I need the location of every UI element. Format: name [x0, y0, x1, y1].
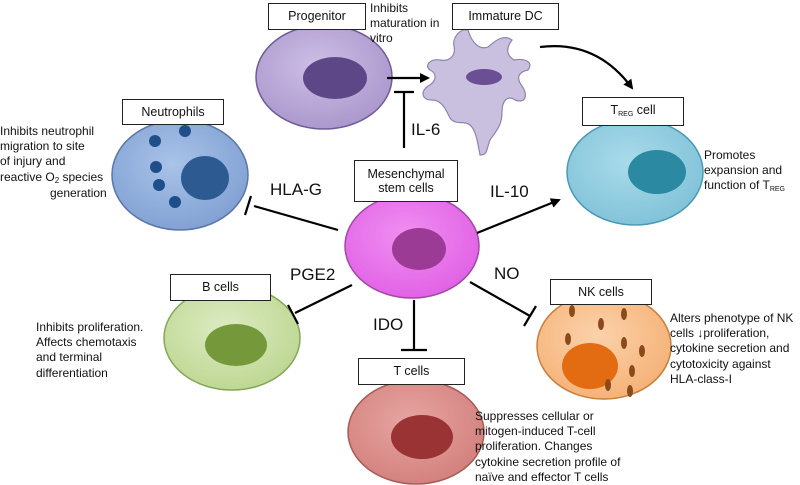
dc-effect-text: Inhibits maturation in vitro [370, 1, 440, 46]
dc-to-treg-arrow [539, 45, 634, 90]
t-cells-effect-text: Suppresses cellular or mitogen-induced T… [475, 409, 621, 484]
no-inhibition-line [469, 281, 531, 317]
treg-label: TREG cell [582, 97, 684, 126]
immature-dc-label: Immature DC [452, 3, 559, 30]
neutrophil-cell [111, 119, 249, 231]
b-cells-effect-text: Inhibits proliferation. Affects chemotax… [36, 320, 144, 380]
pge2-inhibition-line [294, 284, 353, 314]
neutrophil-effect-text: Inhibits neutrophil migration to site of… [0, 124, 107, 200]
il6-label: IL-6 [411, 120, 441, 139]
il10-label: IL-10 [490, 182, 529, 201]
connectors [243, 45, 634, 352]
progenitor-label: Progenitor [268, 3, 366, 30]
nk-cell [536, 292, 672, 400]
msc-cell [344, 193, 480, 299]
immature-dc-cell [422, 29, 531, 156]
treg-effect-text: Promotes expansion and function of TREG [704, 148, 785, 194]
ido-label: IDO [373, 315, 404, 334]
hla-g-inhibition-line [253, 204, 339, 232]
msc-label: Mesenchymal stem cells [354, 160, 458, 202]
nk-cells-label: NK cells [550, 279, 652, 305]
hla-g-label: HLA-G [270, 180, 322, 199]
progenitor-cell [255, 24, 393, 130]
t-cells-label: T cells [358, 358, 465, 385]
no-label: NO [494, 264, 520, 283]
neutrophils-label: Neutrophils [122, 99, 224, 125]
treg-cell [566, 118, 704, 226]
nk-cells-effect-text: Alters phenotype of NK cells ↓proliferat… [670, 311, 794, 386]
b-cell [163, 285, 301, 391]
b-cells-label: B cells [170, 274, 271, 301]
t-cell [347, 379, 485, 485]
pge2-label: PGE2 [290, 265, 336, 284]
il10-arrow [476, 198, 561, 235]
